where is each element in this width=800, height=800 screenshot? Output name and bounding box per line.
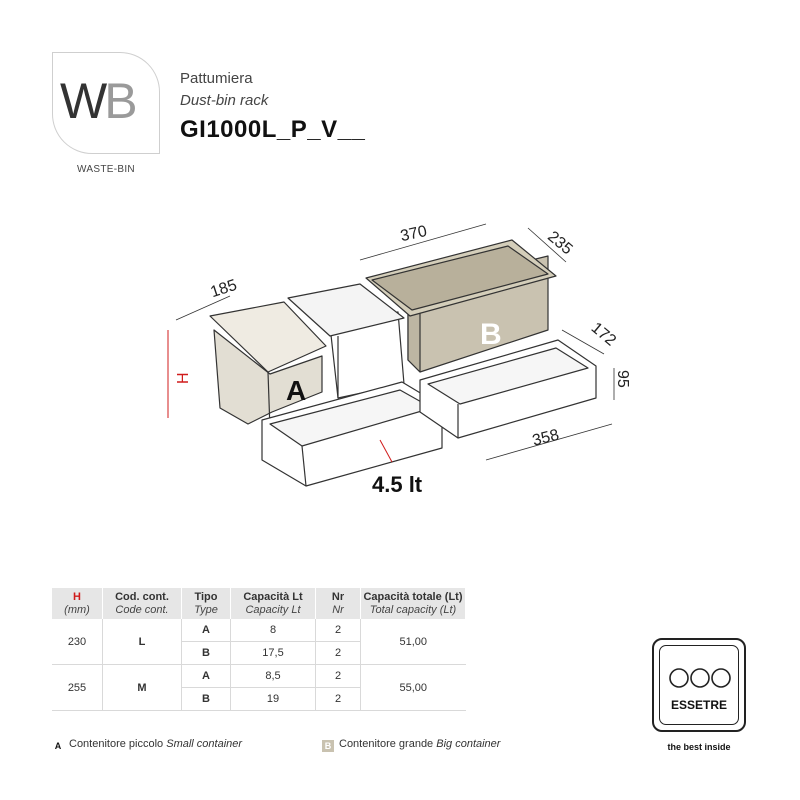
cell-total: 51,00 [360,619,466,665]
dim-height-label: H [175,372,192,384]
tray-capacity: 4.5 lt [372,472,423,497]
legend-b-italian: Contenitore grande [339,738,434,750]
cell-type: B [181,687,231,711]
dim-tray-width: 358 [531,427,561,450]
col-header-h: H(mm) [52,588,103,619]
cell-type: A [181,664,231,688]
cell-nr: 2 [315,641,361,665]
cell-capacity: 8 [230,619,316,642]
dim-depth: 235 [544,228,575,258]
legend-a-english: Small container [166,738,243,750]
cell-nr: 2 [315,619,361,642]
product-name-english: Dust-bin rack [180,92,269,109]
cell-nr: 2 [315,664,361,688]
table-row: 255 M A 8,5 2 55,00 [52,664,466,711]
dim-tray-depth: 172 [588,319,619,349]
cell-total: 55,00 [360,664,466,711]
product-code: GI1000L_P_V__ [180,116,366,143]
essetre-tagline: the best inside [667,742,731,752]
essetre-circles-icon [669,668,731,688]
bin-b-opening [371,245,549,311]
cell-code: M [102,664,182,711]
brand-logo: WB [60,73,138,129]
cell-capacity: 8,5 [230,664,316,688]
cell-capacity: 17,5 [230,641,316,665]
essetre-name: ESSETRE [670,698,727,712]
bin-middle-rim [287,283,405,337]
table-row: B 19 2 [52,687,466,711]
bin-a-rim [209,301,327,373]
brand-subtitle: WASTE-BIN [77,164,135,175]
cell-h: 230 [52,619,103,665]
col-header-total: Capacità totale (Lt)Total capacity (Lt) [360,588,466,619]
table-row: 230 L A 8 2 51,00 [52,619,466,665]
cell-h: 255 [52,664,103,711]
legend-swatch-a: A [52,740,64,752]
legend-swatch-b: B [322,740,334,752]
cell-code: L [102,619,182,665]
bin-a-label: A [286,375,306,406]
col-header-code: Cod. cont.Code cont. [102,588,182,619]
bin-b-label: B [480,318,502,351]
cell-type: A [181,619,231,642]
dim-width-small: 185 [208,277,239,301]
logo-letter-w: W [60,73,107,129]
dim-tray-height: 95 [614,370,631,388]
technical-drawing: 185 370 235 172 95 358 H A B 4.5 lt [167,223,631,497]
logo-letter-b: B [104,73,137,129]
logo-frame [52,52,160,154]
legend-big-container: B Contenitore grande Big container [322,738,500,752]
product-name-italian: Pattumiera [180,70,253,87]
legend-a-italian: Contenitore piccolo [69,738,164,750]
legend-small-container: A Contenitore piccolo Small container [52,738,242,752]
cell-nr: 2 [315,687,361,711]
dim-width-large: 370 [399,223,429,245]
table-row: B 17,5 2 [52,641,466,665]
essetre-logo-inner [659,645,739,725]
cell-type: B [181,641,231,665]
cell-capacity: 19 [230,687,316,711]
essetre-logo-frame [652,638,746,732]
legend-b-english: Big container [436,738,501,750]
